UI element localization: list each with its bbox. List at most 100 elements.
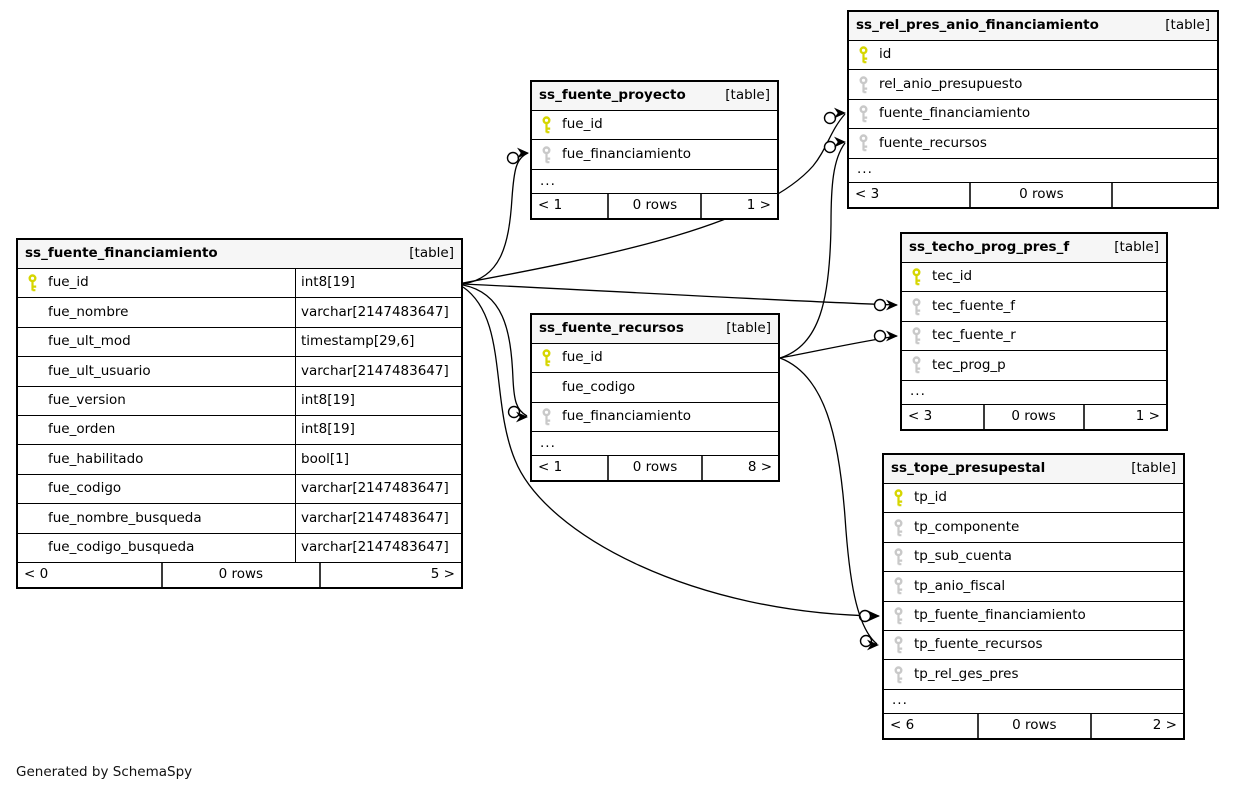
table-footer-right: 5 > xyxy=(318,562,461,587)
column-row-fue_codigo_busqueda[interactable]: fue_codigo_busqueda varchar[2147483647] xyxy=(18,532,461,562)
column-name: fue_codigo_busqueda xyxy=(48,538,195,555)
table-ss_techo_prog_pres_f[interactable]: ss_techo_prog_pres_f [table] tec_id tec_fue… xyxy=(900,232,1168,431)
arrowhead-marker xyxy=(516,411,528,423)
column-type: int8[19] xyxy=(301,392,355,408)
column-row-fue_codigo[interactable]: fue_codigo xyxy=(532,372,778,401)
zero-many-circle-marker xyxy=(506,151,520,165)
table-ss_tope_presupestal[interactable]: ss_tope_presupestal [table] tp_id tp_compon… xyxy=(882,453,1185,740)
table-ss_fuente_proyecto[interactable]: ss_fuente_proyecto [table] fue_id fue_finan… xyxy=(530,80,779,220)
table-name[interactable]: ss_rel_pres_anio_financiamiento xyxy=(856,17,1099,34)
column-name: tp_fuente_recursos xyxy=(914,636,1043,653)
key-icon-slot xyxy=(27,274,48,292)
column-name: rel_anio_presupuesto xyxy=(879,75,1023,92)
table-name[interactable]: ss_fuente_financiamiento xyxy=(25,245,218,262)
column-name: tec_prog_p xyxy=(932,356,1006,373)
column-row-fue_id[interactable]: fue_id xyxy=(532,343,778,372)
key-icon-slot xyxy=(541,116,562,134)
column-row-tec_id[interactable]: tec_id xyxy=(902,262,1166,291)
column-name: tec_fuente_f xyxy=(932,297,1016,314)
column-row-tp_fuente_recursos[interactable]: tp_fuente_recursos xyxy=(884,629,1183,659)
column-type: int8[19] xyxy=(301,421,355,438)
arrowhead-marker xyxy=(834,136,846,148)
foreign-key-icon xyxy=(912,327,921,345)
column-name: id xyxy=(879,46,892,63)
column-type: varchar[2147483647] xyxy=(301,538,449,555)
table-type-tag: [table] xyxy=(725,87,770,104)
more-columns-ellipsis: ... xyxy=(532,431,778,455)
column-name: fuente_recursos xyxy=(879,134,987,151)
table-footer-right: 2 > xyxy=(1089,713,1184,738)
column-row-fuente_financiamiento[interactable]: fuente_financiamiento xyxy=(849,98,1217,128)
key-icon-slot xyxy=(541,408,562,426)
table-type-tag: [table] xyxy=(1131,460,1176,477)
column-row-fue_financiamiento[interactable]: fue_financiamiento xyxy=(532,401,778,431)
table-footer-center: 0 rows xyxy=(160,562,319,587)
column-type: varchar[2147483647] xyxy=(301,480,449,497)
column-row-tp_fuente_financiamiento[interactable]: tp_fuente_financiamiento xyxy=(884,600,1183,630)
table-footer-left: < 3 xyxy=(908,407,933,424)
table-type-tag: [table] xyxy=(1165,17,1210,34)
column-row-tec_fuente_r[interactable]: tec_fuente_r xyxy=(902,320,1166,350)
zero-many-circle-marker xyxy=(873,329,887,343)
table-name[interactable]: ss_techo_prog_pres_f xyxy=(909,239,1070,256)
key-icon-slot xyxy=(893,665,914,684)
column-row-tp_componente[interactable]: tp_componente xyxy=(884,512,1183,541)
column-row-fuente_recursos[interactable]: fuente_recursos xyxy=(849,128,1217,157)
primary-key-icon xyxy=(28,274,37,292)
column-name: tp_anio_fiscal xyxy=(914,577,1006,594)
relationship-ss_fuente_recursos.fue_id->ss_tope_presupestal.tp_fuente_recursos xyxy=(779,357,879,651)
foreign-key-icon xyxy=(859,134,868,152)
table-ss_rel_pres_anio_financiamiento[interactable]: ss_rel_pres_anio_financiamiento [table] id… xyxy=(847,10,1219,209)
key-icon-slot xyxy=(893,518,914,537)
foreign-key-icon xyxy=(859,75,868,93)
key-icon-slot xyxy=(911,327,932,345)
zero-many-circle-marker xyxy=(823,111,837,125)
column-name: tp_componente xyxy=(914,518,1020,535)
table-footer-left: < 1 xyxy=(538,197,563,214)
foreign-key-icon xyxy=(894,665,903,683)
column-type: varchar[2147483647] xyxy=(301,362,449,379)
column-row-tec_prog_p[interactable]: tec_prog_p xyxy=(902,350,1166,379)
table-footer-center: 0 rows xyxy=(607,193,700,218)
column-name: fue_nombre xyxy=(48,303,129,320)
key-icon-slot xyxy=(893,636,914,654)
table-footer-left: < 1 xyxy=(538,459,563,476)
key-icon-slot xyxy=(541,349,562,367)
column-row-id[interactable]: id xyxy=(849,40,1217,69)
table-footer-center: 0 rows xyxy=(982,404,1083,429)
column-name: fue_id xyxy=(48,274,89,291)
column-row-fue_habilitado[interactable]: fue_habilitado bool[1] xyxy=(18,444,461,474)
table-name[interactable]: ss_fuente_recursos xyxy=(539,320,684,337)
key-icon-slot xyxy=(858,75,879,94)
table-type-tag: [table] xyxy=(726,320,771,337)
key-icon-slot xyxy=(911,297,932,316)
column-row-tp_sub_cuenta[interactable]: tp_sub_cuenta xyxy=(884,541,1183,571)
table-name[interactable]: ss_tope_presupestal xyxy=(891,460,1046,477)
column-row-tp_anio_fiscal[interactable]: tp_anio_fiscal xyxy=(884,571,1183,600)
column-name: fue_financiamiento xyxy=(562,145,692,162)
column-row-fue_financiamiento[interactable]: fue_financiamiento xyxy=(532,139,777,168)
column-row-rel_anio_presupuesto[interactable]: rel_anio_presupuesto xyxy=(849,69,1217,98)
arrowhead-marker xyxy=(886,299,898,311)
arrowhead-marker xyxy=(834,107,846,119)
column-row-fue_id[interactable]: fue_id xyxy=(532,110,777,139)
table-footer-left: < 3 xyxy=(855,185,880,202)
table-footer-right: 1 > xyxy=(700,193,777,218)
column-row-tec_fuente_f[interactable]: tec_fuente_f xyxy=(902,291,1166,320)
column-type: bool[1] xyxy=(301,450,349,467)
table-name[interactable]: ss_fuente_proyecto xyxy=(539,87,686,104)
column-row-tp_id[interactable]: tp_id xyxy=(884,483,1183,512)
column-name: fue_habilitado xyxy=(48,450,144,467)
column-row-tp_rel_ges_pres[interactable]: tp_rel_ges_pres xyxy=(884,659,1183,688)
table-type-tag: [table] xyxy=(1114,239,1159,256)
